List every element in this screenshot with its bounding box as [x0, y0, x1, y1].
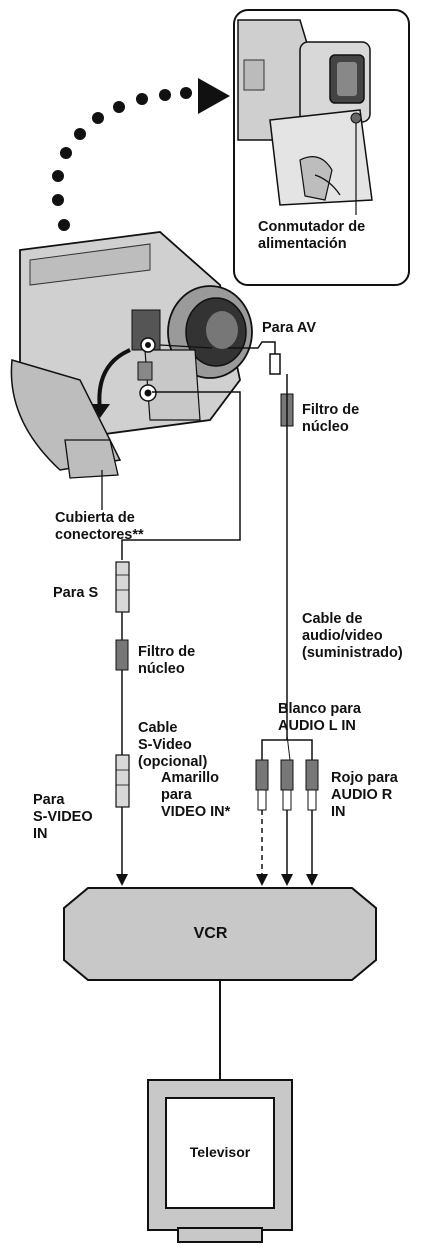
television: [147, 1079, 293, 1243]
svideo-cable: [115, 391, 241, 886]
rca-plugs: [255, 734, 319, 886]
red-audio-r-label: Rojo para AUDIO R IN: [331, 770, 398, 820]
power-switch-label: Conmutador de alimentación: [258, 219, 366, 252]
yellow-video-label: Amarillo para VIDEO IN*: [161, 770, 231, 820]
svideo-cable-label: Cable S-Video (opcional): [138, 720, 208, 770]
to-av-label: Para AV: [262, 320, 316, 336]
vcr: [63, 887, 377, 981]
core-filter-s-label: Filtro de núcleo: [138, 644, 196, 677]
white-audio-l-label: Blanco para AUDIO L IN: [278, 701, 361, 734]
dotted-arc: [52, 78, 230, 231]
vcr-label: VCR: [193, 925, 228, 942]
to-s-label: Para S: [53, 585, 99, 601]
tv-label: Televisor: [189, 1144, 251, 1160]
av-cable: [228, 341, 313, 760]
to-svideo-in-label: Para S-VIDEO IN: [33, 792, 93, 842]
core-filter-av-label: Filtro de núcleo: [302, 402, 360, 435]
inset-box: [233, 9, 410, 286]
av-cable-label: Cable de audio/video (suministrado): [302, 611, 403, 661]
camcorder: [10, 231, 253, 479]
connector-cover-label: Cubierta de conectores**: [55, 510, 144, 543]
